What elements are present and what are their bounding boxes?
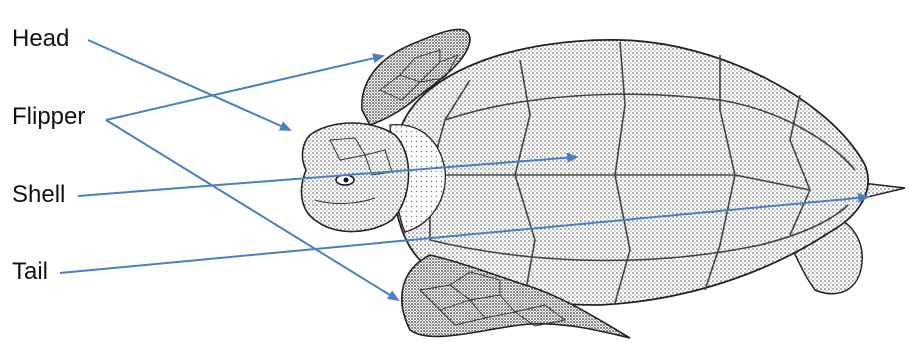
label-head: Head — [12, 27, 69, 51]
label-shell: Shell — [12, 183, 65, 207]
label-flipper: Flipper — [12, 105, 85, 129]
label-tail: Tail — [12, 260, 48, 284]
turtle-pupil — [344, 178, 349, 183]
